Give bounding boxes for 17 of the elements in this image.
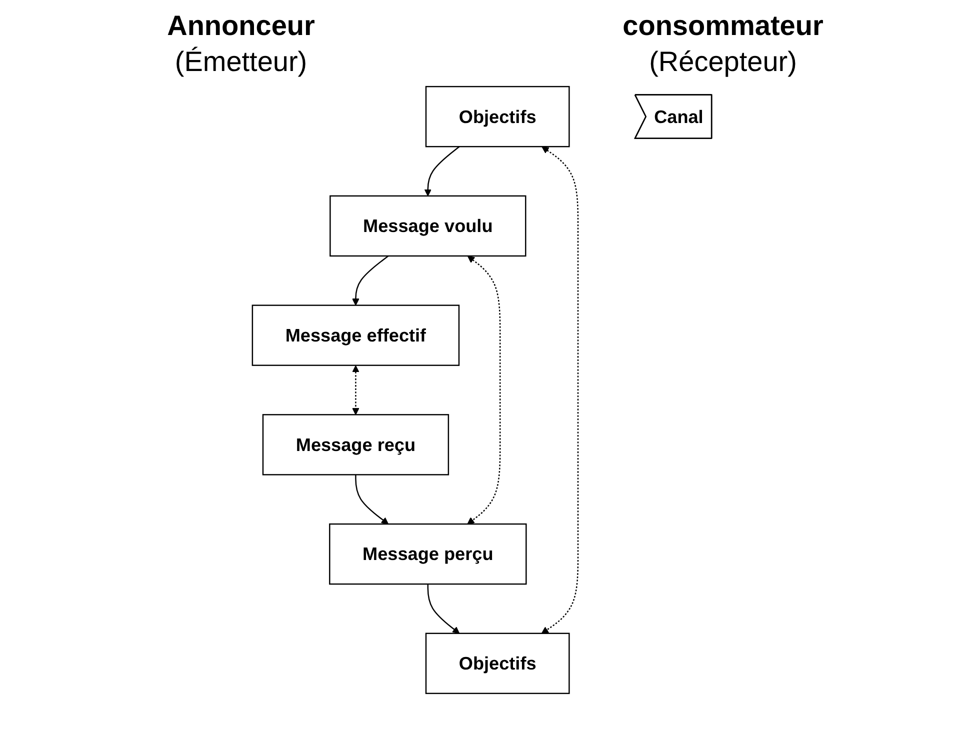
node-box: Message reçu <box>262 414 450 476</box>
arrow <box>352 255 389 306</box>
node-box: Message perçu <box>329 523 527 585</box>
arrow <box>355 474 389 524</box>
arrow <box>424 146 460 196</box>
node-box: Objectifs <box>425 632 570 694</box>
column-heading: Annonceur <box>167 10 315 42</box>
arrow <box>427 584 460 634</box>
column-subheading: (Émetteur) <box>174 46 308 78</box>
arrow <box>352 365 360 415</box>
column-heading: consommateur <box>622 10 824 42</box>
node-box: Message effectif <box>252 304 460 366</box>
arrow <box>467 256 501 524</box>
arrow <box>541 146 579 634</box>
node-box: Objectifs <box>425 86 570 148</box>
column-subheading: (Récepteur) <box>649 46 797 78</box>
node-box: Message voulu <box>330 195 526 257</box>
